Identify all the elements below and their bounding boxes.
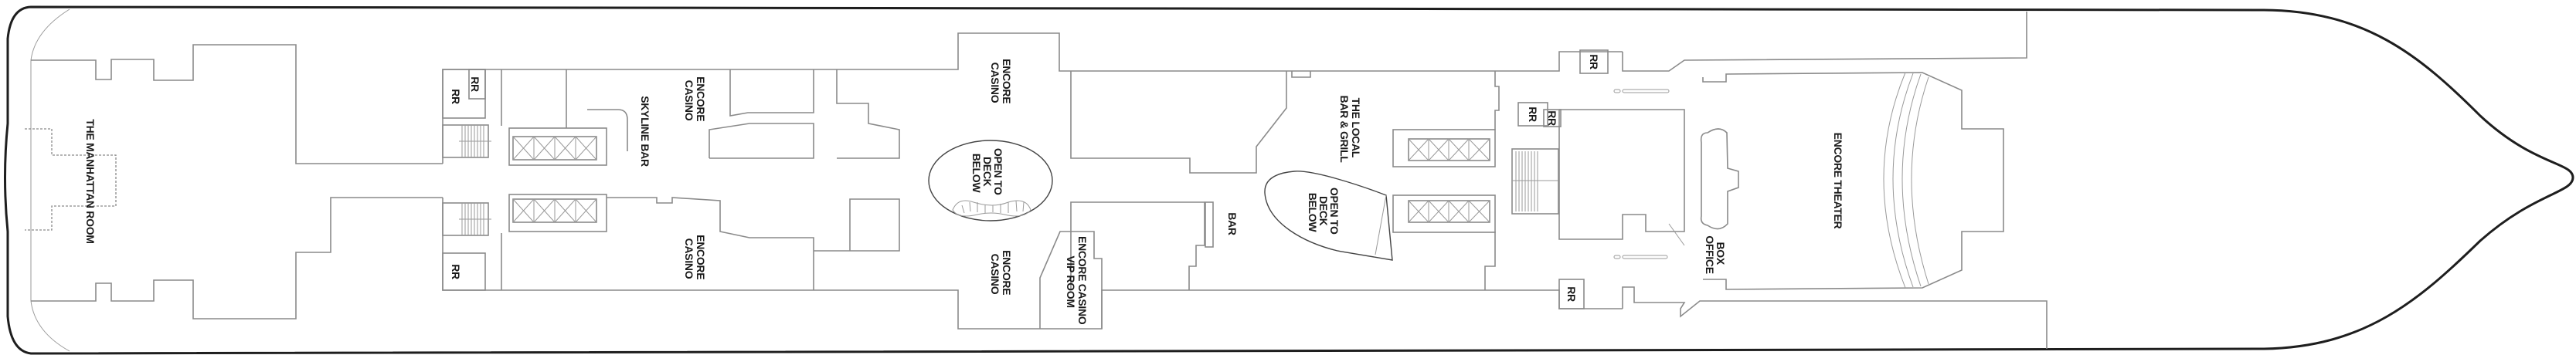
casino-room	[836, 69, 900, 159]
forward-room-bottom	[1622, 286, 2048, 349]
restroom-room	[1579, 49, 1609, 74]
casino-room	[607, 197, 814, 290]
restroom-room	[442, 252, 486, 291]
bar-room	[1070, 201, 1205, 290]
casino-room	[729, 69, 814, 117]
forward-room-top	[1622, 12, 2027, 72]
bar-counter	[1205, 201, 1214, 248]
encore-casino-label: ENCORE CASINO	[683, 235, 707, 282]
stern-inner-line	[30, 8, 70, 352]
vip-room-label: ENCORE CASINO VIP ROOM	[1065, 236, 1089, 327]
box-office-label: BOX OFFICE	[1704, 235, 1727, 274]
restroom-label: RR	[1527, 106, 1539, 122]
vip-room	[1039, 231, 1103, 329]
elevator-bank	[508, 127, 607, 166]
elevator-bank	[1392, 129, 1496, 167]
restroom-label: RR	[469, 76, 481, 92]
railing	[1613, 89, 1670, 259]
open-to-deck-below-label: OPEN TO DECK BELOW	[1307, 188, 1341, 237]
manhattan-room-wall-top	[31, 44, 443, 164]
mid-room	[1070, 71, 1287, 174]
skyline-bar-label: SKYLINE BAR	[639, 96, 651, 167]
manhattan-room-label: THE MANHATTAN ROOM	[84, 119, 97, 243]
theater-seating-arcs	[1883, 72, 1929, 289]
restroom-label: RR	[1565, 286, 1578, 302]
open-to-deck-below-atrium	[928, 140, 1053, 221]
encore-casino-label: ENCORE CASINO	[989, 250, 1013, 298]
stage-outline	[25, 128, 117, 231]
box-office-desk	[1700, 128, 1739, 230]
restroom-label: RR	[450, 89, 462, 104]
elevator-bank	[508, 194, 607, 232]
box-office-line	[1668, 223, 1685, 246]
open-to-deck-below-void	[1264, 171, 1393, 261]
ship-hull	[4, 5, 2574, 355]
void-edge	[1375, 194, 1387, 255]
restroom-label: RR	[1546, 110, 1558, 126]
bar-label: BAR	[1226, 212, 1239, 235]
manhattan-room-wall-bottom	[31, 197, 443, 320]
local-bar-wall	[1291, 71, 1311, 78]
the-local-label: THE LOCAL BAR & GRILL	[1338, 96, 1362, 164]
restroom-room	[468, 69, 486, 100]
casino-room	[709, 123, 814, 159]
stairs-steps	[459, 125, 491, 157]
local-bar-wall	[1494, 71, 1500, 130]
restroom-label: RR	[450, 264, 462, 279]
encore-theater-outline	[1702, 72, 2004, 290]
encore-casino-label: ENCORE CASINO	[989, 59, 1013, 106]
aft-block-top	[442, 32, 1623, 164]
restroom-room	[1558, 279, 1585, 309]
restroom-room	[1517, 102, 1548, 127]
restroom-label: RR	[1588, 54, 1600, 69]
elevator-bank	[1392, 194, 1496, 233]
stairs-steps	[1512, 151, 1558, 211]
open-to-deck-below-label: OPEN TO DECK BELOW	[970, 148, 1004, 198]
local-bar-wall	[1484, 232, 1496, 290]
encore-theater-label: ENCORE THEATER	[1832, 133, 1844, 229]
encore-casino-label: ENCORE CASINO	[683, 76, 707, 124]
skyline-bar-counter	[587, 109, 628, 151]
restroom-room	[1543, 109, 1562, 127]
stairs-icon	[1511, 148, 1559, 215]
stairs-steps	[459, 203, 491, 235]
lobby-room	[1558, 109, 1685, 240]
casino-room	[814, 198, 900, 252]
